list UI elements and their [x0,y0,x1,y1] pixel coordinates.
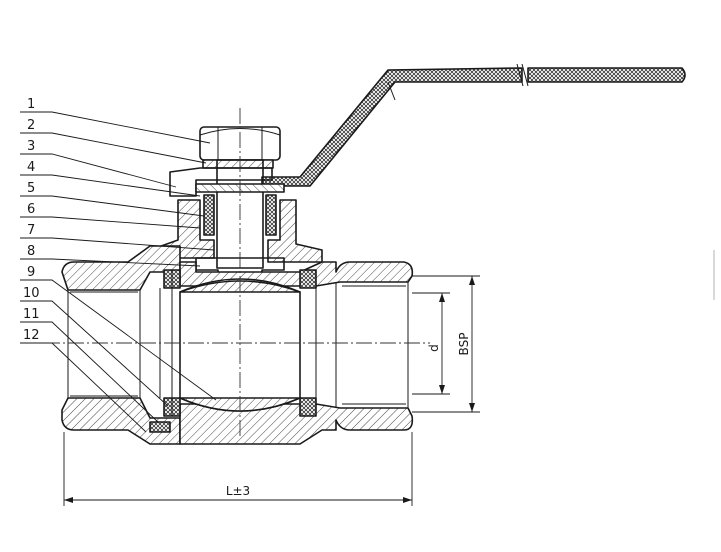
part-number: 3 [27,139,35,154]
thread-label: BSP [457,333,471,356]
part-number: 10 [23,286,40,301]
callout-12: 12 [20,328,147,433]
part-number: 11 [23,307,40,322]
callout-11: 11 [20,307,159,423]
callout-9: 9 [20,265,217,401]
center-lines [44,108,430,436]
part-number: 7 [27,223,35,238]
dimension-bore: d [412,292,450,395]
part-number: 2 [27,118,35,133]
part-number: 8 [27,244,35,259]
callout-7: 7 [20,223,215,251]
part-number: 5 [27,181,35,196]
valve-body [61,245,414,445]
lever-handle [261,63,686,187]
callout-8: 8 [20,244,201,267]
part-number: 4 [27,160,35,175]
part-number: 6 [27,202,35,217]
callout-10: 10 [20,286,169,407]
callout-2: 2 [20,118,207,164]
part-number: 1 [27,97,35,112]
bore-label: d [427,344,441,352]
callout-4: 4 [20,160,201,197]
handle-hub [169,167,273,197]
callout-6: 6 [20,202,201,229]
callout-5: 5 [20,181,205,217]
part-number: 12 [23,328,40,343]
dimension-length: L±3 [63,432,413,506]
callout-3: 3 [20,139,177,188]
length-label: L±3 [226,484,250,498]
callout-1: 1 [20,97,211,144]
part-number: 9 [27,265,35,280]
dimension-thread: BSP [412,275,480,413]
